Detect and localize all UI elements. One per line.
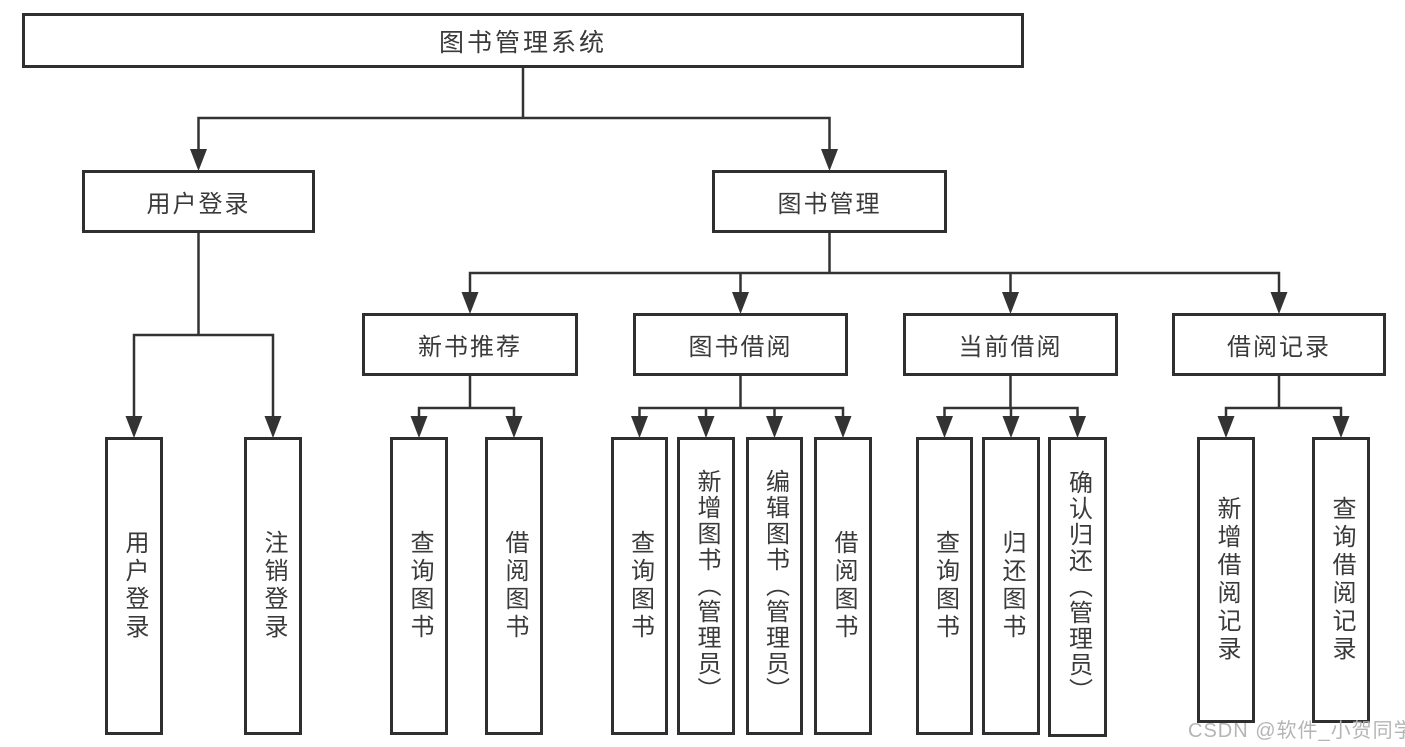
node-label-current-confirm-return: 确认归还（管理员） bbox=[1064, 470, 1092, 704]
node-current-return-books: 归还图书 bbox=[982, 437, 1040, 735]
node-label-borrowing-add-books: 新增图书（管理员） bbox=[693, 469, 720, 703]
arrowhead-to-logout-op bbox=[264, 416, 282, 438]
node-label-recommend-query-books: 查询图书 bbox=[406, 530, 433, 642]
edge-from-book-borrowing bbox=[638, 374, 845, 421]
edge-from-book-management bbox=[468, 231, 1281, 297]
node-logout-op: 注销登录 bbox=[244, 437, 302, 735]
arrowhead-to-borrowing-query-books bbox=[631, 416, 648, 438]
node-recommend-query-books: 查询图书 bbox=[390, 437, 448, 735]
node-current-borrowing: 当前借阅 bbox=[903, 313, 1118, 376]
arrowhead-to-login-op bbox=[125, 416, 143, 438]
arrowhead-to-records-query-record bbox=[1332, 416, 1350, 438]
arrowhead-to-new-book-recommend bbox=[461, 292, 479, 314]
arrowhead-to-current-return-books bbox=[1002, 416, 1020, 438]
node-current-confirm-return: 确认归还（管理员） bbox=[1048, 437, 1107, 737]
node-label-current-borrowing: 当前借阅 bbox=[958, 334, 1063, 361]
node-user-login: 用户登录 bbox=[82, 170, 315, 233]
node-label-borrowing-query-books: 查询图书 bbox=[626, 530, 654, 642]
arrowhead-to-records-add-record bbox=[1217, 416, 1235, 438]
node-library-system: 图书管理系统 bbox=[22, 13, 1024, 68]
node-label-new-book-recommend: 新书推荐 bbox=[418, 334, 522, 361]
edge-from-borrowing-records bbox=[1224, 374, 1343, 421]
node-book-borrowing: 图书借阅 bbox=[633, 313, 848, 376]
arrowhead-to-borrowing-edit-books bbox=[766, 416, 783, 438]
node-recommend-borrow-books: 借阅图书 bbox=[485, 437, 543, 735]
node-borrowing-records: 借阅记录 bbox=[1172, 313, 1386, 376]
node-records-add-record: 新增借阅记录 bbox=[1197, 437, 1255, 723]
arrowhead-to-current-borrowing bbox=[1002, 292, 1019, 314]
arrowhead-to-borrowing-add-books bbox=[697, 416, 715, 438]
edge-from-current-borrowing bbox=[943, 374, 1079, 421]
arrowhead-to-book-borrowing bbox=[732, 292, 749, 314]
node-borrowing-add-books: 新增图书（管理员） bbox=[677, 437, 735, 735]
node-label-borrowing-edit-books: 编辑图书（管理员） bbox=[761, 469, 789, 703]
arrowhead-to-recommend-query-books bbox=[410, 416, 428, 438]
node-label-book-management: 图书管理 bbox=[777, 191, 882, 218]
node-label-records-add-record: 新增借阅记录 bbox=[1213, 496, 1240, 664]
arrowhead-to-book-management bbox=[821, 149, 838, 171]
arrowhead-to-recommend-borrow-books bbox=[505, 416, 523, 438]
node-borrowing-query-books: 查询图书 bbox=[611, 437, 668, 735]
arrowhead-to-borrowing-borrow-books bbox=[834, 416, 852, 438]
node-borrowing-edit-books: 编辑图书（管理员） bbox=[746, 437, 803, 735]
node-label-logout-op: 注销登录 bbox=[260, 530, 287, 642]
arrowhead-to-borrowing-records bbox=[1270, 292, 1288, 314]
node-current-query-books: 查询图书 bbox=[916, 437, 973, 735]
edge-from-user-login bbox=[132, 231, 275, 421]
node-login-op: 用户登录 bbox=[105, 437, 163, 735]
node-label-book-borrowing: 图书借阅 bbox=[688, 334, 793, 361]
node-label-user-login: 用户登录 bbox=[146, 191, 251, 218]
arrowhead-to-user-login bbox=[190, 149, 207, 171]
node-new-book-recommend: 新书推荐 bbox=[362, 313, 578, 376]
node-label-borrowing-borrow-books: 借阅图书 bbox=[830, 530, 857, 642]
node-label-recommend-borrow-books: 借阅图书 bbox=[501, 530, 528, 642]
node-records-query-record: 查询借阅记录 bbox=[1312, 437, 1370, 723]
node-borrowing-borrow-books: 借阅图书 bbox=[814, 437, 872, 735]
node-label-current-query-books: 查询图书 bbox=[931, 530, 959, 642]
arrowhead-to-current-confirm-return bbox=[1069, 416, 1086, 438]
edge-from-new-book-recommend bbox=[417, 374, 516, 421]
node-book-management: 图书管理 bbox=[712, 170, 947, 233]
node-label-library-system: 图书管理系统 bbox=[438, 28, 607, 57]
node-label-records-query-record: 查询借阅记录 bbox=[1328, 496, 1355, 664]
node-label-current-return-books: 归还图书 bbox=[998, 530, 1025, 642]
node-label-login-op: 用户登录 bbox=[121, 530, 148, 642]
arrowhead-to-current-query-books bbox=[936, 416, 953, 438]
edge-from-library-system bbox=[197, 66, 831, 154]
node-label-borrowing-records: 借阅记录 bbox=[1227, 334, 1331, 361]
csdn-watermark: CSDN @软件_小贺同学 bbox=[1188, 720, 1405, 742]
